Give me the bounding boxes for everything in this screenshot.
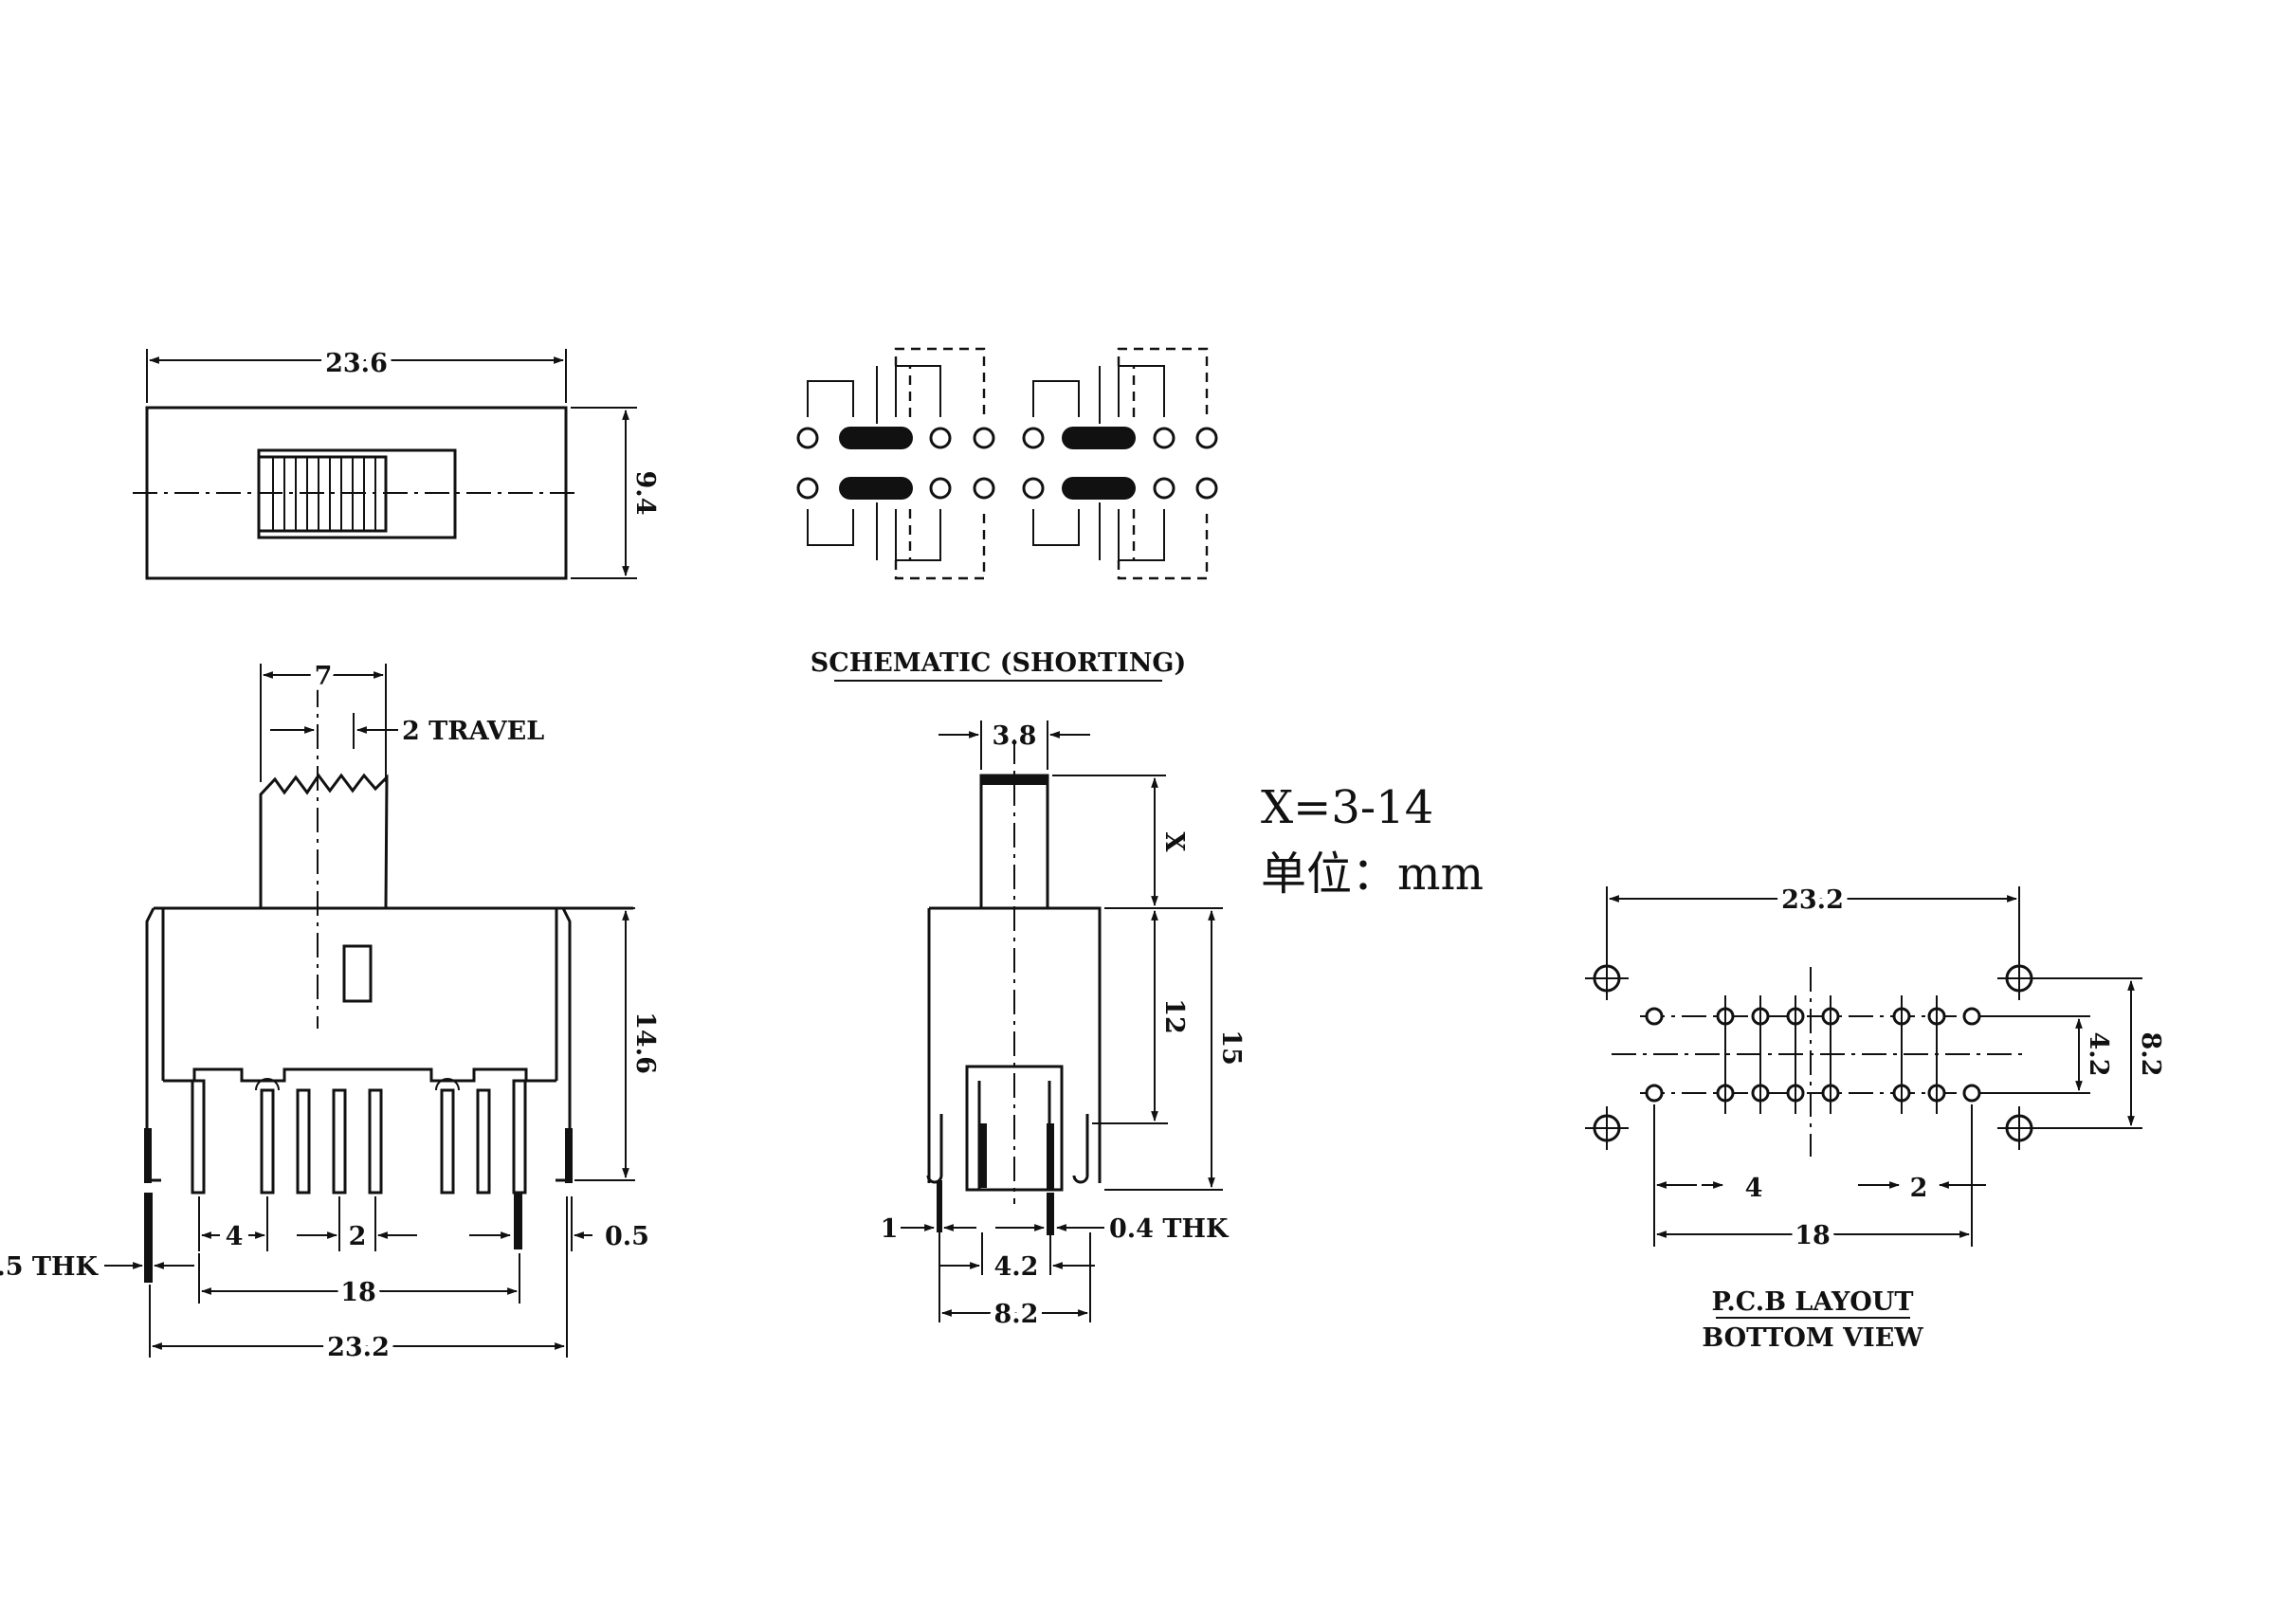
pcb-pitch-2: 2 bbox=[1910, 1174, 1928, 1203]
end-view: 3.8 X 12 15 1 0.4 THK 4.2 8.2 bbox=[881, 720, 1251, 1335]
schematic-caption: SCHEMATIC (SHORTING) bbox=[811, 648, 1187, 678]
end-left-dim: 1 bbox=[881, 1214, 899, 1244]
pcb-width-dim: 23.2 bbox=[1781, 885, 1844, 915]
top-width-dim: 23.6 bbox=[325, 349, 388, 378]
unit-note: 单位：mm bbox=[1261, 848, 1484, 901]
pcb-mount-holes bbox=[1585, 957, 2041, 1150]
x-range-note: X=3-14 bbox=[1261, 781, 1433, 834]
travel-label: 2 TRAVEL bbox=[402, 717, 544, 746]
end-actuator-height: X bbox=[1159, 832, 1189, 852]
end-thickness-label: 0.4 THK bbox=[1109, 1214, 1230, 1244]
side-thickness-label: 0.5 THK bbox=[0, 1252, 100, 1282]
top-height-dim: 9.4 bbox=[630, 471, 660, 516]
end-inner-width: 4.2 bbox=[994, 1252, 1039, 1282]
schematic: SCHEMATIC (SHORTING) bbox=[796, 347, 1218, 682]
pcb-pitch-4: 4 bbox=[1745, 1174, 1763, 1203]
pcb-mount-spacing: 8.2 bbox=[2136, 1032, 2165, 1077]
side-span-18: 18 bbox=[340, 1278, 376, 1307]
side-pitch-4: 4 bbox=[226, 1222, 244, 1251]
side-view: 7 2 TRAVEL 14.6 4 2 0.5 0.5 THK 18 bbox=[0, 656, 660, 1368]
pcb-row-spacing: 4.2 bbox=[2084, 1032, 2113, 1077]
side-height-dim: 14.6 bbox=[630, 1012, 660, 1074]
pcb-layout: 23.2 4.2 8.2 4 2 18 P.C.B LAYOUT BOTTOM … bbox=[1585, 880, 2171, 1353]
end-overall-height: 15 bbox=[1216, 1030, 1246, 1066]
side-pitch-2: 2 bbox=[349, 1222, 367, 1251]
pcb-caption-line1: P.C.B LAYOUT bbox=[1712, 1287, 1914, 1317]
actuator-dim: 7 bbox=[315, 662, 333, 691]
end-outer-width: 8.2 bbox=[994, 1300, 1039, 1329]
side-pin-width: 0.5 bbox=[605, 1222, 649, 1251]
pcb-span-18: 18 bbox=[1795, 1221, 1831, 1250]
pcb-caption-line2: BOTTOM VIEW bbox=[1702, 1323, 1923, 1353]
top-view: 23.6 9.4 bbox=[133, 343, 660, 580]
end-body-height: 12 bbox=[1159, 998, 1189, 1034]
schematic-right bbox=[1022, 347, 1218, 580]
end-actuator-width: 3.8 bbox=[993, 721, 1037, 751]
pcb-pin-holes bbox=[1645, 995, 1981, 1114]
side-width-dim: 23.2 bbox=[327, 1333, 390, 1362]
notes: X=3-14 单位：mm bbox=[1261, 781, 1484, 901]
schematic-left bbox=[796, 347, 995, 580]
